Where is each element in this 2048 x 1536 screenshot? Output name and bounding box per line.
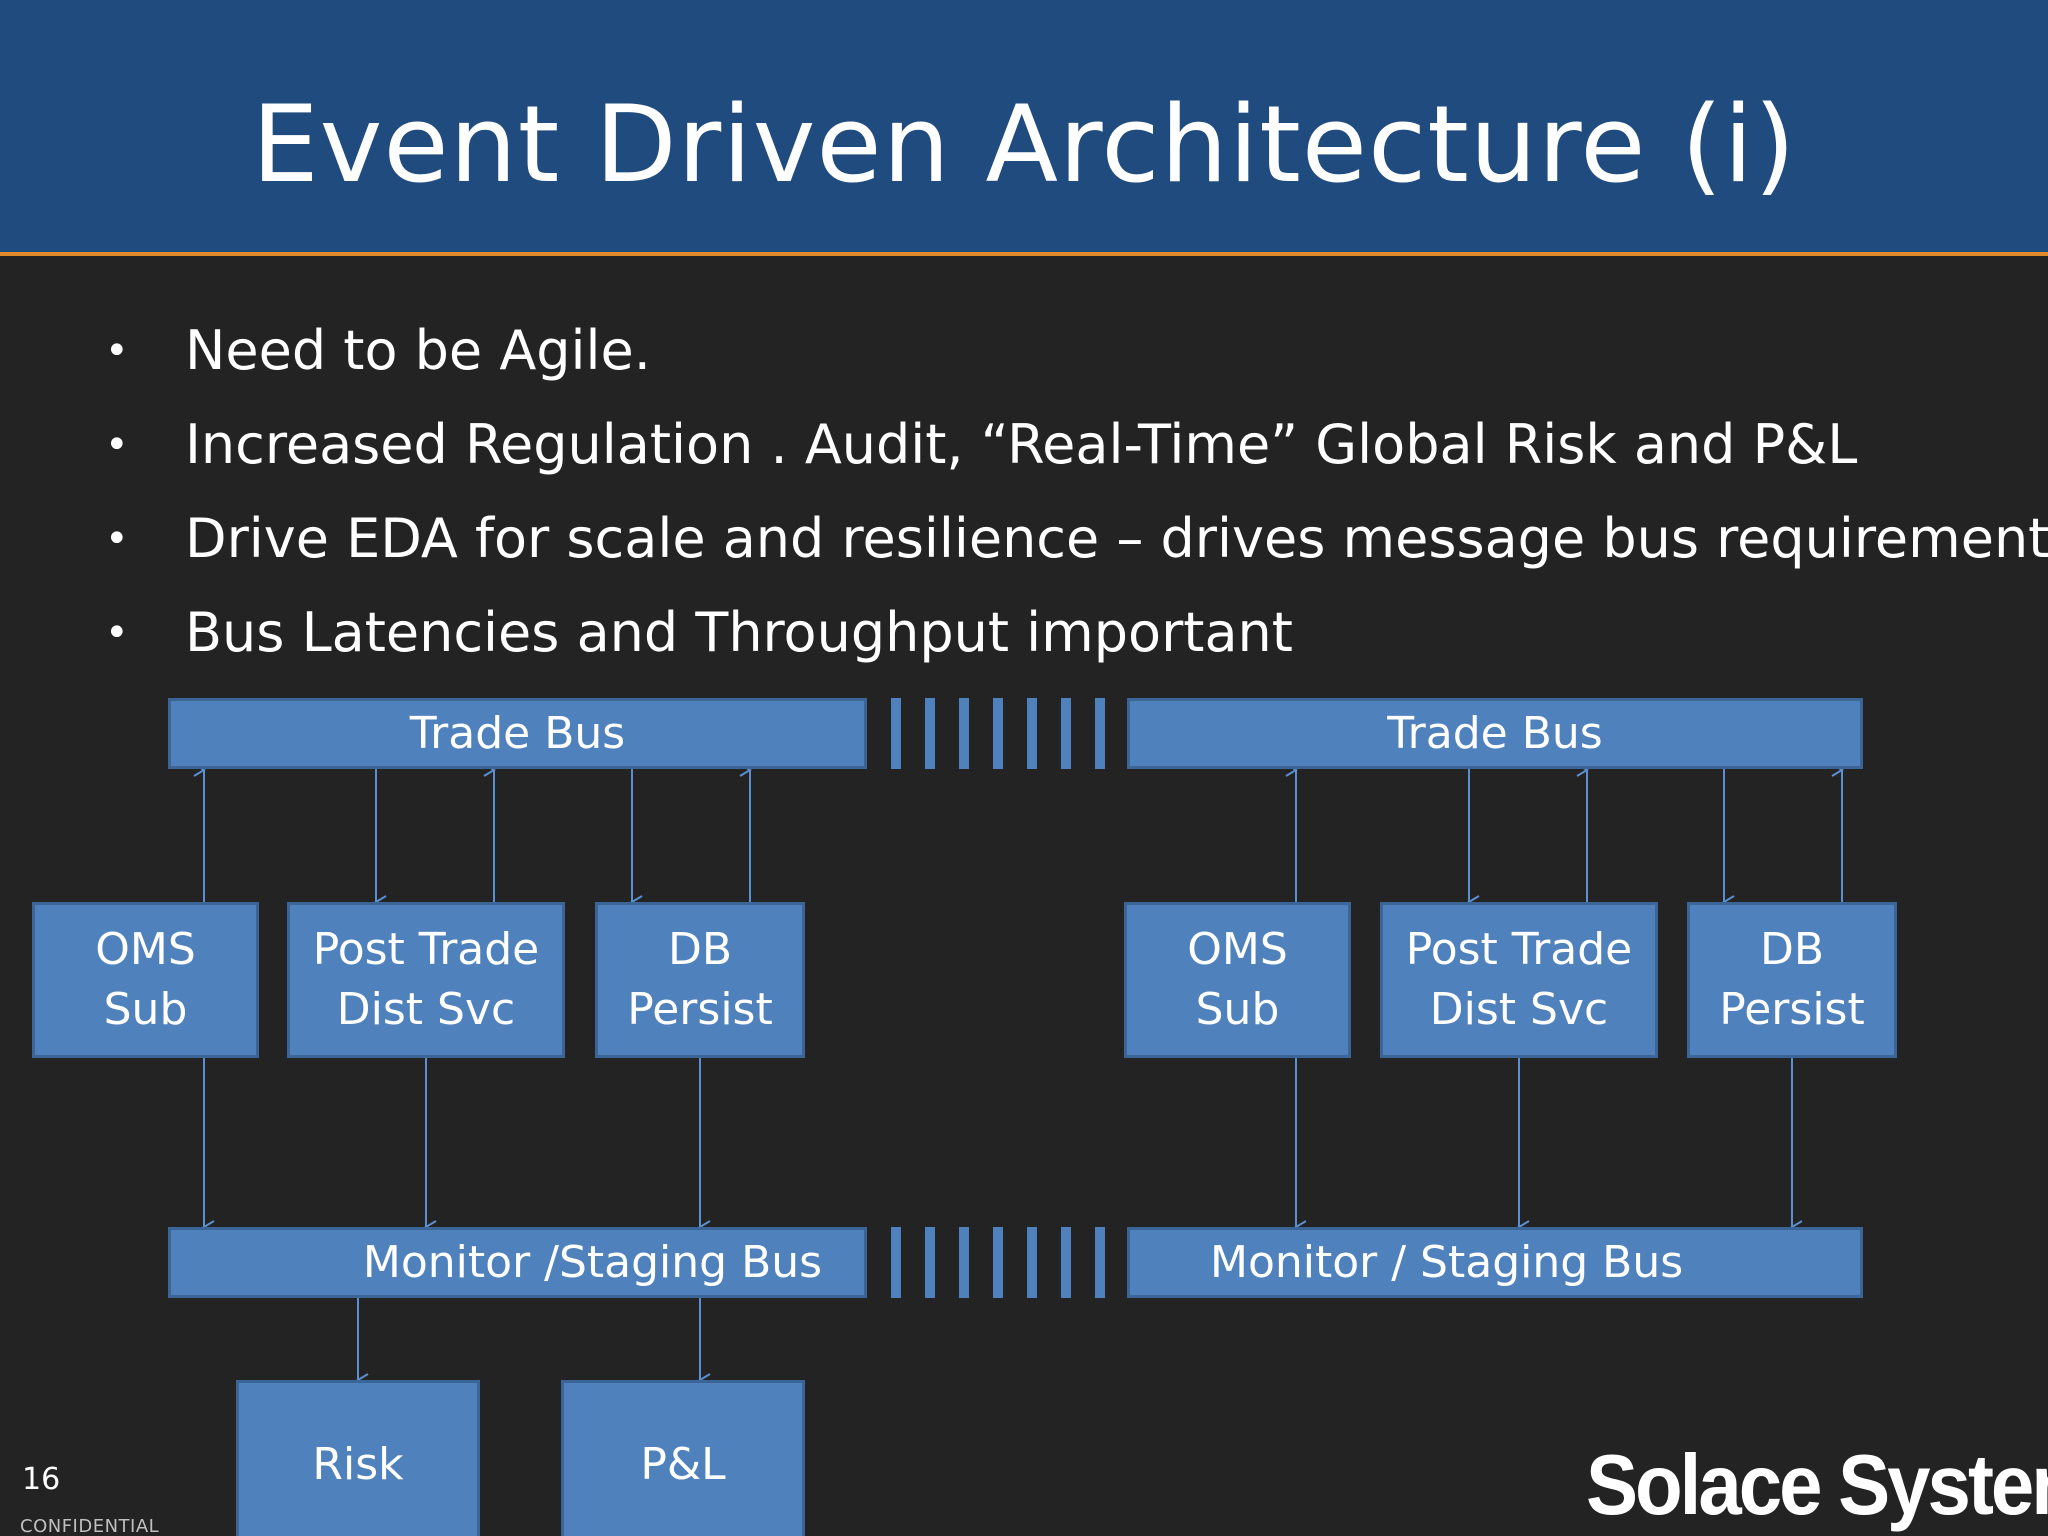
pnl-box: P&L bbox=[561, 1380, 805, 1536]
box-label: Sub bbox=[103, 984, 188, 1035]
trade-bus-right: Trade Bus bbox=[1127, 698, 1863, 769]
oms-sub-right: OMS Sub bbox=[1124, 902, 1351, 1058]
bullet-dot-icon: • bbox=[105, 422, 129, 468]
title-bar: Event Driven Architecture (i) bbox=[0, 0, 2048, 256]
box-label: Sub bbox=[1195, 984, 1280, 1035]
logo-text: Solace Systems bbox=[1586, 1436, 2048, 1533]
bullet-text: Bus Latencies and Throughput important bbox=[185, 601, 1293, 664]
box-label: Post Trade bbox=[312, 924, 540, 975]
staging-bus-right: Monitor / Staging Bus bbox=[1127, 1227, 1863, 1298]
staging-bus-label: Monitor /Staging Bus bbox=[362, 1236, 823, 1288]
oms-sub-left: OMS Sub bbox=[32, 902, 259, 1058]
box-label: P&L bbox=[640, 1439, 726, 1490]
box-label: Persist bbox=[627, 984, 773, 1035]
slide-title: Event Driven Architecture (i) bbox=[251, 83, 1797, 206]
bullet-item: • Increased Regulation . Audit, “Real-Ti… bbox=[105, 414, 2005, 508]
bullet-text: Need to be Agile. bbox=[185, 319, 651, 382]
box-label: DB bbox=[667, 924, 733, 975]
db-persist-right: DB Persist bbox=[1687, 902, 1897, 1058]
box-label: OMS bbox=[1187, 924, 1288, 975]
trade-bus-link bbox=[891, 698, 1105, 769]
page-number: 16 bbox=[22, 1462, 61, 1497]
bullet-item: • Need to be Agile. bbox=[105, 320, 2005, 414]
confidential-label: CONFIDENTIAL bbox=[20, 1516, 160, 1536]
bullet-dot-icon: • bbox=[105, 516, 129, 562]
staging-bus-left: Monitor /Staging Bus bbox=[168, 1227, 867, 1298]
staging-bus-link bbox=[891, 1227, 1105, 1298]
bullet-text: Increased Regulation . Audit, “Real-Time… bbox=[185, 413, 1858, 476]
risk-box: Risk bbox=[236, 1380, 480, 1536]
trade-bus-left: Trade Bus bbox=[168, 698, 867, 769]
bullet-list: • Need to be Agile. • Increased Regulati… bbox=[105, 320, 2048, 696]
box-label: Post Trade bbox=[1405, 924, 1633, 975]
bullet-item: • Drive EDA for scale and resilience – d… bbox=[105, 508, 2048, 602]
bullet-dot-icon: • bbox=[105, 610, 129, 656]
box-label: Dist Svc bbox=[336, 984, 516, 1035]
box-label: Persist bbox=[1719, 984, 1865, 1035]
bullet-dot-icon: • bbox=[105, 328, 129, 374]
trade-bus-label: Trade Bus bbox=[1387, 707, 1603, 759]
bullet-text: Drive EDA for scale and resilience – dri… bbox=[185, 507, 2048, 570]
box-label: OMS bbox=[95, 924, 196, 975]
box-label: Risk bbox=[312, 1439, 404, 1490]
arrows bbox=[193, 763, 1844, 1387]
db-persist-left: DB Persist bbox=[595, 902, 805, 1058]
solace-systems-logo: Solace Systems® bbox=[1586, 1435, 2048, 1535]
box-label: DB bbox=[1759, 924, 1825, 975]
staging-bus-label: Monitor / Staging Bus bbox=[1210, 1236, 1684, 1288]
trade-bus-label: Trade Bus bbox=[409, 707, 626, 759]
bullet-item: • Bus Latencies and Throughput important bbox=[105, 602, 2005, 696]
box-label: Dist Svc bbox=[1429, 984, 1609, 1035]
